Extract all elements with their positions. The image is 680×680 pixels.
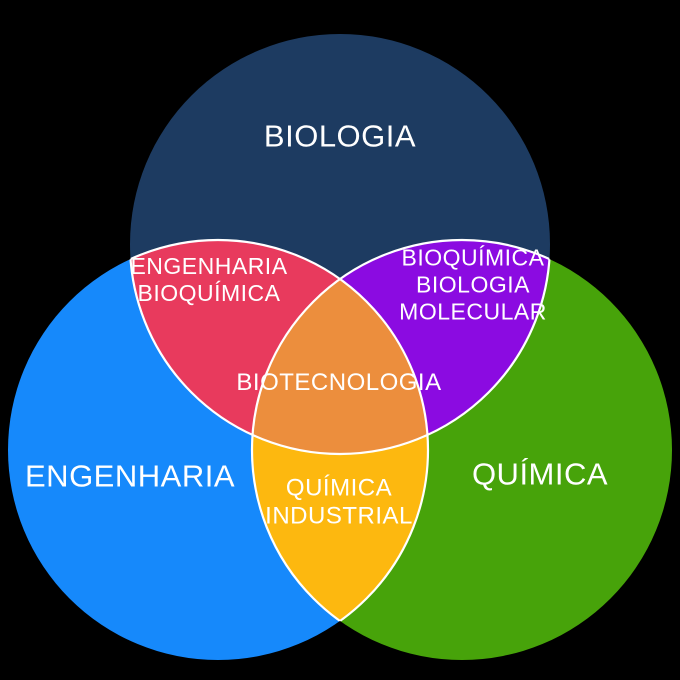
label-biotecnologia: BIOTECNOLOGIA: [236, 368, 442, 396]
label-quimica-industrial: QUÍMICA INDUSTRIAL: [265, 474, 413, 530]
label-bioquimica-biologia-molecular: BIOQUÍMICA BIOLOGIA MOLECULAR: [399, 244, 547, 325]
outline-arc-quimica: [250, 238, 550, 660]
outline-arc-engenharia: [130, 238, 430, 660]
label-engenharia-bioquimica: ENGENHARIA BIOQUÍMICA: [130, 252, 288, 306]
label-engenharia: ENGENHARIA: [25, 458, 235, 494]
label-biologia: BIOLOGIA: [263, 118, 417, 154]
label-quimica: QUÍMICA: [471, 456, 609, 492]
